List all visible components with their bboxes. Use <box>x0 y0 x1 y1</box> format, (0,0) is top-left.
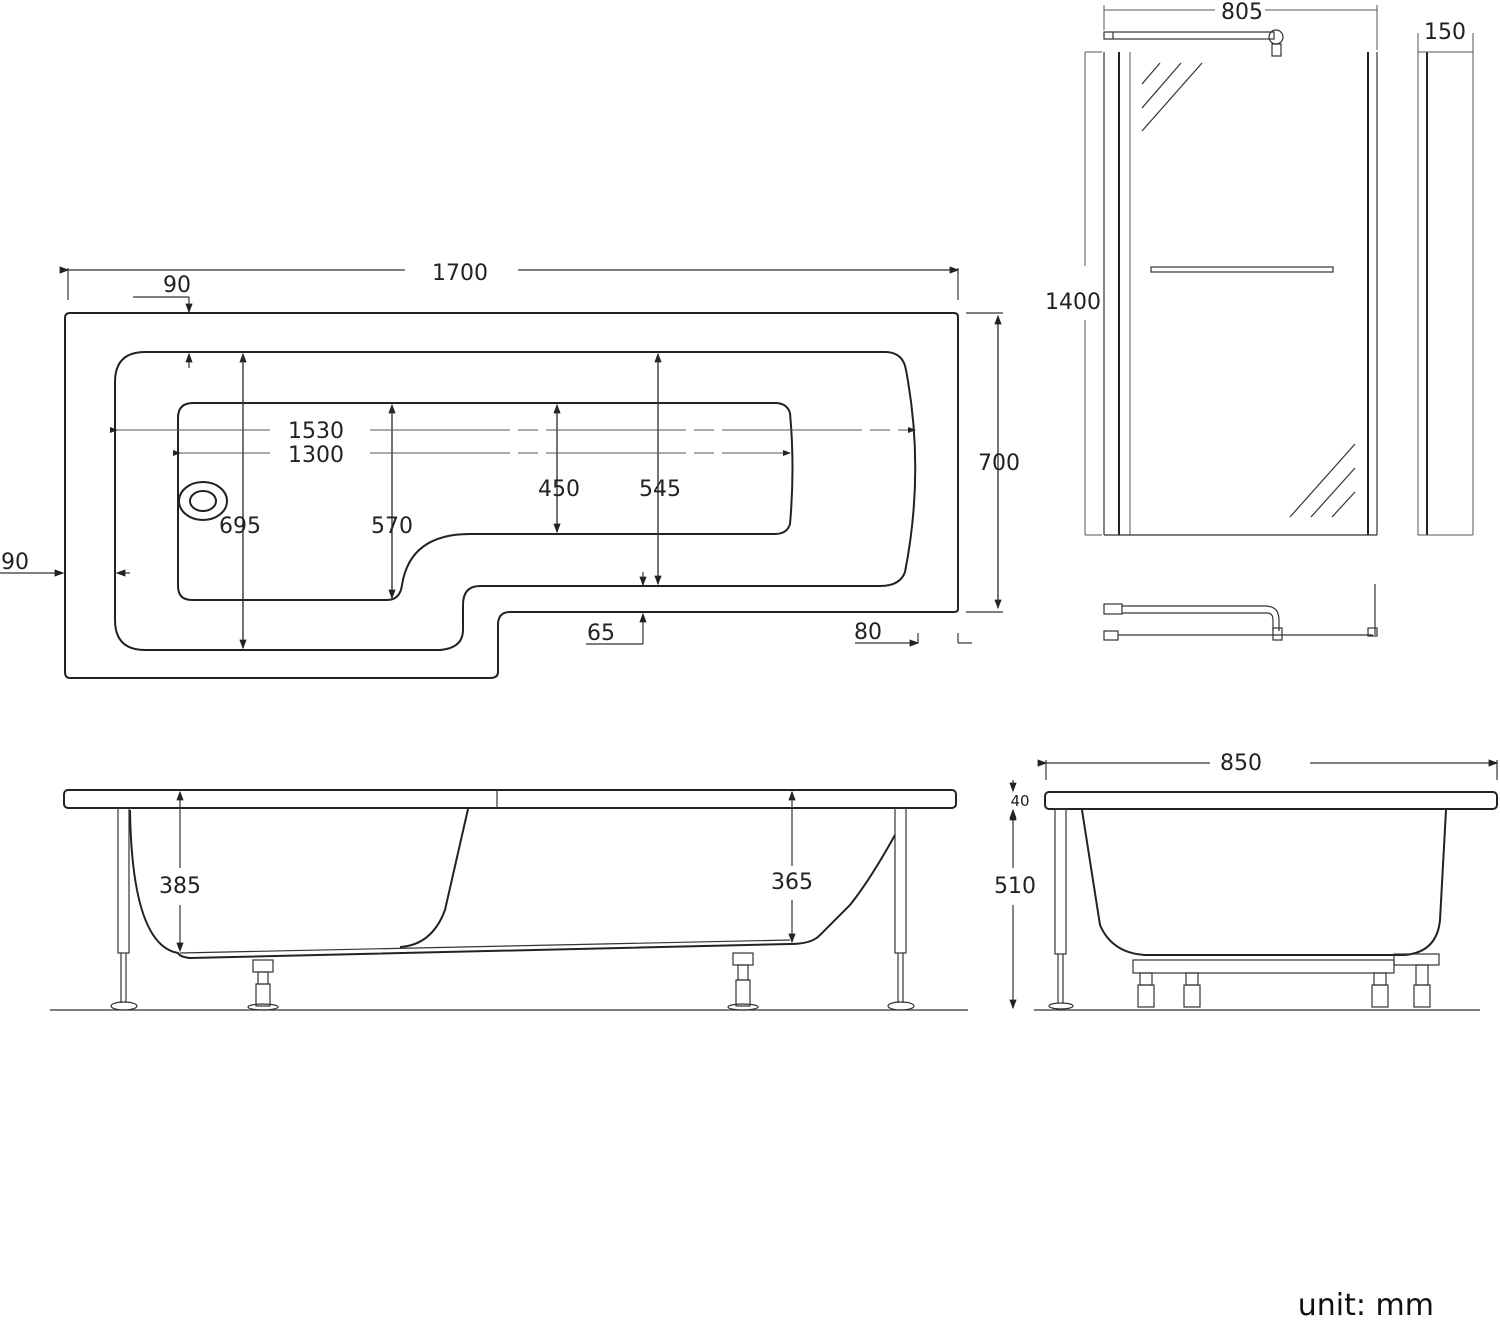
plan-outer-outline <box>64 312 959 679</box>
adjustable-foot <box>727 952 759 1011</box>
dim-end-height: 510 <box>994 874 1036 899</box>
screen-arm-plan <box>1103 584 1378 641</box>
dim-step-rim: 65 <box>587 621 615 646</box>
bath-rim <box>63 789 957 809</box>
screen-towel-bar <box>1150 266 1334 273</box>
screen-top-arm <box>1103 31 1275 40</box>
bath-leg <box>110 807 138 1011</box>
dim-inner-width: 545 <box>639 477 681 502</box>
bath-leg <box>887 807 915 1011</box>
unit-label: unit: mm <box>1297 1288 1434 1323</box>
dim-rim-thickness: 40 <box>1010 792 1029 810</box>
dim-screen-height: 1400 <box>1045 290 1101 315</box>
drain-icon <box>178 481 228 521</box>
plan-view: 1700 90 1530 1300 695 570 450 545 90 700… <box>0 261 1020 679</box>
dim-narrow-width: 570 <box>371 514 413 539</box>
dim-depth-right: 365 <box>771 870 813 895</box>
dim-end-width: 850 <box>1220 751 1262 776</box>
support-cradle <box>1132 959 1395 974</box>
dim-rim-left: 90 <box>1 550 29 575</box>
dim-floor-width: 450 <box>538 477 580 502</box>
dim-screen-depth: 150 <box>1424 20 1466 45</box>
bath-rim <box>1044 791 1498 810</box>
dim-depth-left: 385 <box>159 874 201 899</box>
dim-inner-length: 1530 <box>288 419 344 444</box>
screen-view: 805 1400 150 <box>1045 0 1474 641</box>
dim-screen-width: 805 <box>1221 0 1263 25</box>
dim-rim-top: 90 <box>163 273 191 298</box>
end-view: 850 40 510 <box>994 751 1499 1011</box>
glass-reflection-icon <box>1141 62 1356 518</box>
plan-floor-outline <box>177 402 794 601</box>
dim-overall-width: 700 <box>978 451 1020 476</box>
adjustable-foot <box>247 959 279 1011</box>
dim-basin-width: 695 <box>219 514 261 539</box>
dim-floor-length: 1300 <box>288 443 344 468</box>
dim-end-rim: 80 <box>854 620 882 645</box>
dim-overall-length: 1700 <box>432 261 488 286</box>
adjustable-foot <box>1137 964 1431 1008</box>
hinge-icon <box>1268 29 1284 45</box>
side-view: 385 365 <box>50 789 968 1011</box>
plan-inner-basin <box>114 351 917 651</box>
